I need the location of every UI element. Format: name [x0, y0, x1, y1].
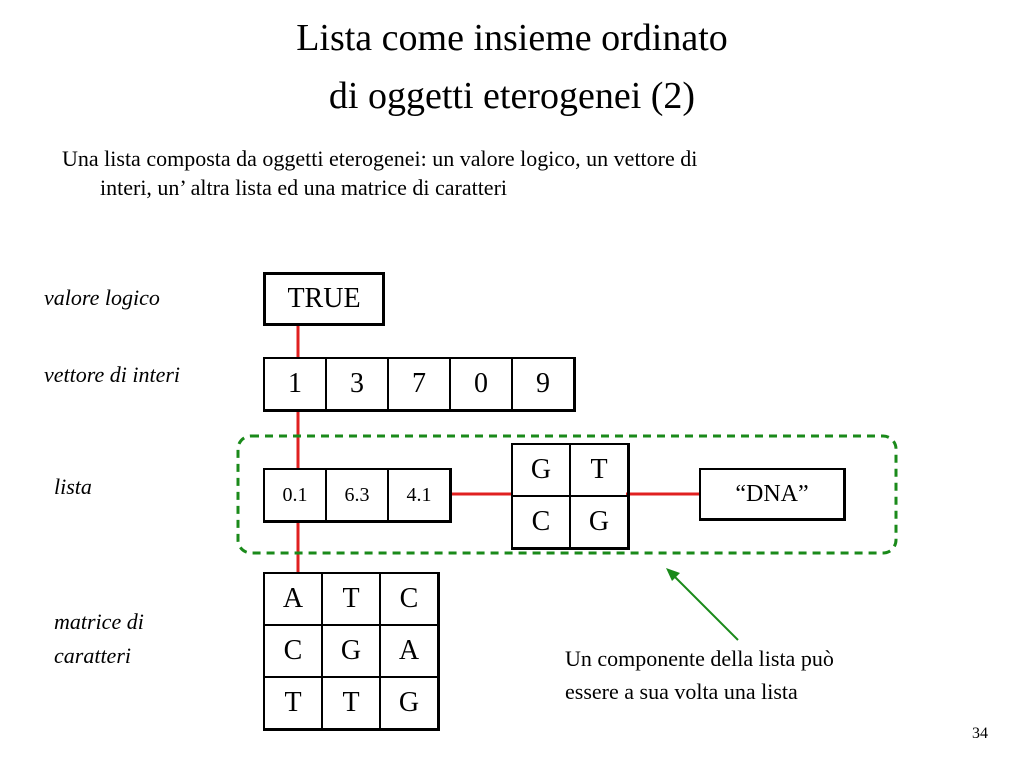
character-matrix-cell: G	[379, 676, 439, 730]
note-line-2: essere a sua volta una lista	[565, 679, 798, 704]
character-matrix-cell-text: C	[283, 635, 303, 666]
logical-value-box: TRUE	[263, 272, 385, 326]
sub-matrix-cell: G	[511, 443, 571, 497]
character-matrix-cell-text: C	[399, 583, 419, 614]
integer-vector-cell: 9	[511, 357, 575, 411]
integer-vector-cell: 7	[387, 357, 451, 411]
sub-matrix-cell-text: G	[530, 454, 552, 485]
character-matrix-cell-text: T	[284, 687, 302, 718]
character-matrix-cell: C	[379, 572, 439, 626]
character-matrix-cell-text: A	[398, 635, 420, 666]
character-matrix-cell: T	[321, 572, 381, 626]
label-char-matrix-line-2: caratteri	[54, 643, 131, 668]
sub-matrix-cell-text: G	[588, 506, 610, 537]
sub-matrix-cell-text: C	[531, 506, 551, 537]
integer-vector-cell-text: 9	[536, 368, 550, 399]
label-list: lista	[54, 474, 92, 499]
integer-vector-cell-text: 7	[412, 368, 426, 399]
integer-vector-cell-text: 0	[474, 368, 488, 399]
label-char-matrix-line-1: matrice di	[54, 609, 144, 634]
character-matrix-cell: A	[379, 624, 439, 678]
sub-matrix-cell: C	[511, 495, 571, 549]
intro-line-1: Una lista composta da oggetti eterogenei…	[62, 146, 698, 171]
label-logical-value: valore logico	[44, 285, 160, 310]
slide-title-line-1: Lista come insieme ordinato	[296, 17, 728, 59]
sub-matrix-cell: G	[569, 495, 629, 549]
label-integer-vector: vettore di interi	[44, 362, 181, 387]
numeric-vector-cell: 6.3	[325, 468, 389, 522]
sub-matrix-cell-text: T	[590, 454, 608, 485]
arrow-shaft	[671, 573, 739, 641]
numeric-vector-cell-text: 0.1	[282, 483, 308, 506]
intro-line-2: interi, un’ altra lista ed una matrice d…	[100, 175, 508, 200]
note-text: Un componente della lista può essere a s…	[565, 642, 834, 708]
character-matrix-cell: T	[263, 676, 323, 730]
arrow-head	[666, 568, 680, 581]
sub-matrix-cell: T	[569, 443, 629, 497]
integer-vector-cell-text: 3	[350, 368, 364, 399]
numeric-vector-cell-text: 6.3	[344, 483, 370, 506]
character-matrix-cell-text: G	[398, 687, 420, 718]
integer-vector-cell: 0	[449, 357, 513, 411]
slide-title-line-2: di oggetti eterogenei (2)	[328, 75, 696, 117]
numeric-vector-cell: 4.1	[387, 468, 451, 522]
page-number: 34	[972, 725, 988, 742]
numeric-vector-cell: 0.1	[263, 468, 327, 522]
intro-paragraph: Una lista composta da oggetti eterogenei…	[62, 144, 922, 202]
string-value-text: “DNA”	[735, 480, 809, 507]
integer-vector-cell: 1	[263, 357, 327, 411]
character-matrix-cell: G	[321, 624, 381, 678]
logical-value-text: TRUE	[287, 283, 361, 314]
character-matrix-cell: T	[321, 676, 381, 730]
note-line-1: Un componente della lista può	[565, 646, 834, 671]
inner-list-dashed-box	[236, 434, 898, 555]
character-matrix-cell: A	[263, 572, 323, 626]
character-matrix-cell-text: T	[342, 687, 360, 718]
character-matrix-cell-text: T	[342, 583, 360, 614]
character-matrix-cell-text: A	[282, 583, 304, 614]
numeric-vector-cell-text: 4.1	[406, 483, 432, 506]
character-matrix-cell-text: G	[340, 635, 362, 666]
integer-vector-cell: 3	[325, 357, 389, 411]
character-matrix-cell: C	[263, 624, 323, 678]
string-value-box: “DNA”	[699, 468, 846, 521]
integer-vector-cell-text: 1	[288, 368, 302, 399]
